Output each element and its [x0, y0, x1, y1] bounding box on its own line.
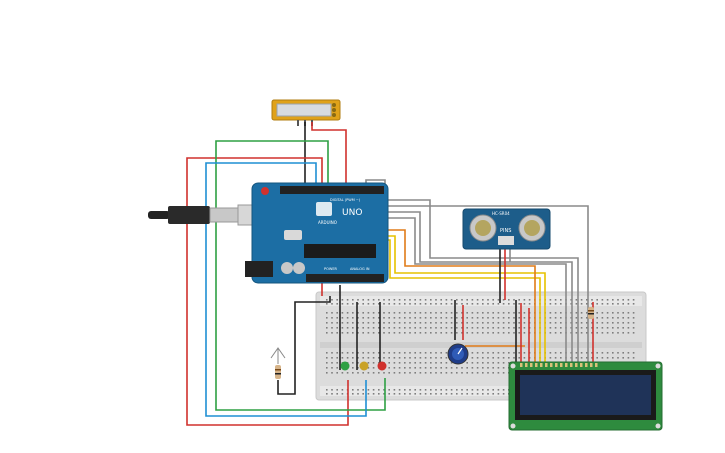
resistor-icon	[588, 307, 594, 319]
led-green[interactable]	[340, 361, 350, 371]
arduino-digital-label: DIGITAL (PWM ~)	[330, 198, 361, 202]
wire-gray-4	[372, 217, 567, 362]
led-red[interactable]	[377, 361, 387, 371]
arduino-brand-label: ARDUINO	[318, 220, 337, 225]
arduino-model-label: UNO	[342, 208, 362, 218]
wire-switch-red	[311, 122, 347, 186]
piezo-buzzer-icon[interactable]	[270, 347, 286, 379]
reset-button[interactable]	[261, 187, 269, 195]
led-yellow[interactable]	[359, 361, 369, 371]
arduino-uno-board[interactable]: UNO ARDUINO DIGITAL (PWM ~) POWER ANALOG…	[245, 182, 389, 284]
ultrasonic-sensor[interactable]: HC-SR04 PINS	[462, 208, 551, 250]
ultrasonic-pins-label: PINS	[500, 228, 511, 234]
potentiometer-icon[interactable]	[447, 343, 469, 365]
usb-cable-icon	[148, 211, 170, 219]
arduino-analog-label: ANALOG IN	[350, 267, 370, 271]
lcd-pin-header	[520, 363, 598, 367]
wire-black-gnd	[277, 296, 331, 395]
wire-gray-3	[372, 211, 573, 362]
ultrasonic-model-label: HC-SR04	[492, 211, 510, 216]
wire-gray-2	[372, 199, 579, 362]
wire-green-outer	[215, 140, 386, 411]
slide-switch[interactable]	[271, 99, 341, 126]
arduino-power-label: POWER	[324, 267, 338, 271]
wire-blue-outer	[205, 162, 367, 417]
lcd-display[interactable]	[508, 361, 663, 431]
usb-cable	[148, 204, 257, 226]
wire-red-outer	[186, 157, 349, 426]
